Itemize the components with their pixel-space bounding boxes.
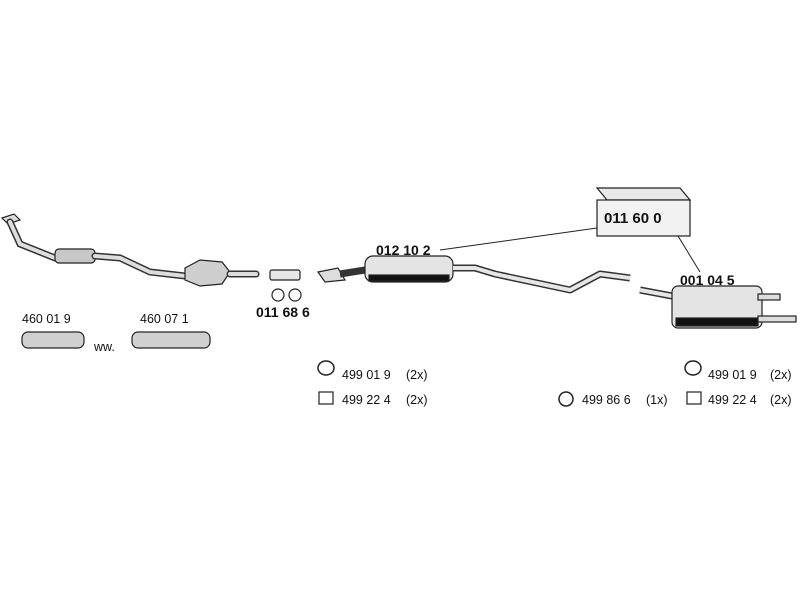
mount-code: 499 01 9 <box>708 368 757 382</box>
front-pipe <box>0 213 260 287</box>
alt-label: ww. <box>94 340 115 354</box>
kit-box-part-no: 011 60 0 <box>604 210 662 227</box>
middle-silencer <box>316 255 631 294</box>
flex-pipe-2 <box>131 331 211 349</box>
part-no-460071: 460 07 1 <box>140 312 189 326</box>
mount-qty: (2x) <box>770 393 792 407</box>
mount-code: 499 01 9 <box>342 368 391 382</box>
rubber-hanger-icon <box>317 360 702 376</box>
flex-pipe-1 <box>21 331 85 349</box>
mount-qty: (2x) <box>770 368 792 382</box>
bracket-icon <box>318 391 702 405</box>
clamp-icon <box>558 391 574 407</box>
connector-sleeve <box>269 269 302 302</box>
mount-code: 499 22 4 <box>708 393 757 407</box>
mount-qty: (2x) <box>406 368 428 382</box>
leader-lines <box>439 227 701 273</box>
connector-part-no: 011 68 6 <box>256 304 310 320</box>
part-no-460019: 460 01 9 <box>22 312 71 326</box>
mount-code: 499 22 4 <box>342 393 391 407</box>
kit-box <box>595 187 692 237</box>
rear-silencer <box>639 285 797 329</box>
mount-qty: (1x) <box>646 393 668 407</box>
mount-qty: (2x) <box>406 393 428 407</box>
mount-code: 499 86 6 <box>582 393 631 407</box>
rear-silencer-part-no: 001 04 5 <box>680 272 735 288</box>
middle-silencer-part-no: 012 10 2 <box>376 242 431 258</box>
